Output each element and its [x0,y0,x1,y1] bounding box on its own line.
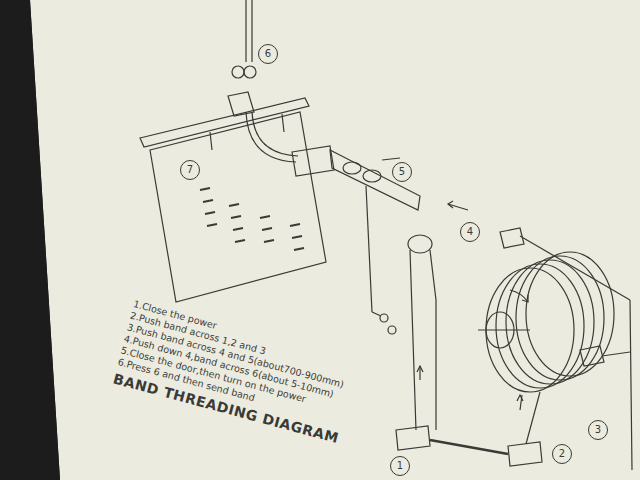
callout-number: 3 [588,420,608,440]
callout-number: 2 [552,444,572,464]
paper [30,0,640,480]
callout-text: 1 [397,461,403,471]
callout-number: 5 [392,162,412,182]
callout-text: 7 [187,165,193,175]
callout-number: 6 [258,44,278,64]
callout-number: 4 [460,222,480,242]
callout-text: 2 [559,449,565,459]
callout-text: 3 [595,425,601,435]
background [0,0,60,480]
callout-text: 5 [399,167,405,177]
callout-number: 1 [390,456,410,476]
callout-text: 6 [265,49,271,59]
callout-number: 7 [180,160,200,180]
callout-text: 4 [467,227,473,237]
